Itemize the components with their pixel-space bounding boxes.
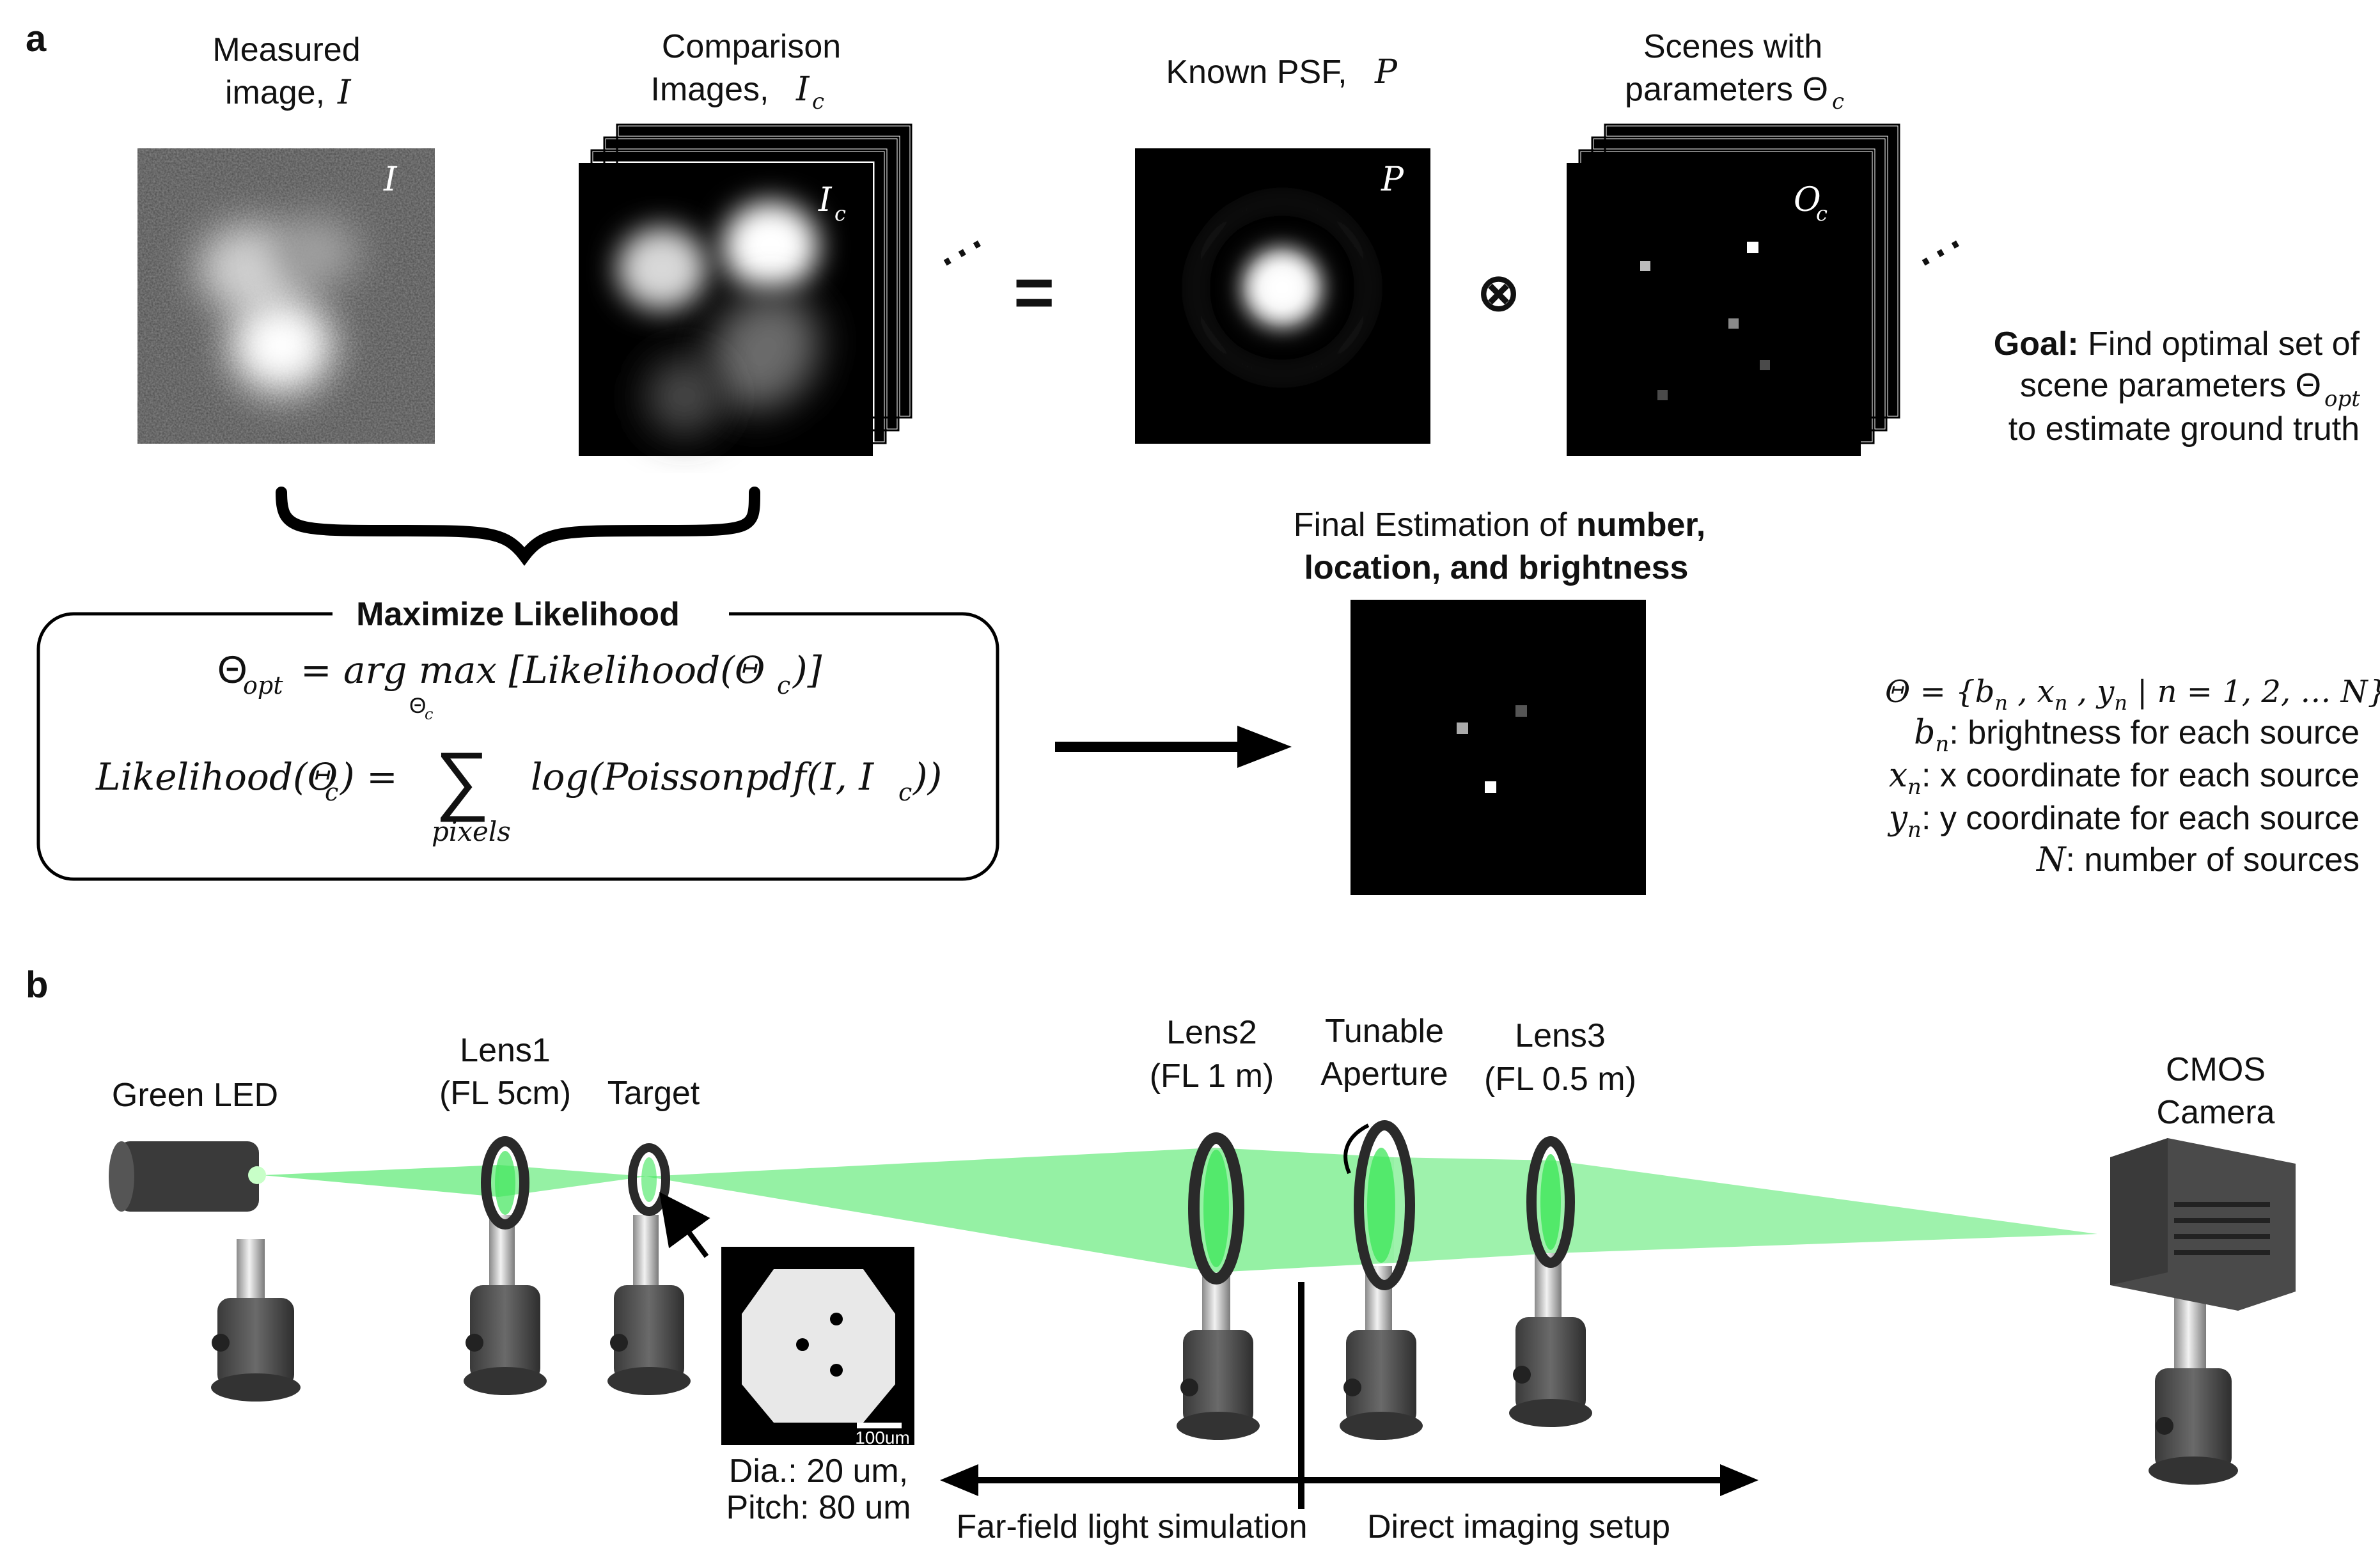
- target: [607, 1143, 691, 1395]
- target-spec-1: Dia.: 20 um,: [729, 1453, 908, 1490]
- camera-label-1: CMOS: [2166, 1051, 2266, 1088]
- goal-line-3: to estimate ground truth: [2008, 410, 2360, 448]
- lens2: [1177, 1132, 1260, 1440]
- eq2-sum: ∑: [435, 737, 490, 822]
- tunable-aperture: [1340, 1120, 1423, 1440]
- green-led-label: Green LED: [112, 1077, 278, 1114]
- comparison-image: [579, 163, 873, 456]
- goal-line-2: scene parameters Θ: [2020, 367, 2321, 404]
- convolution-symbol: ⊗: [1477, 264, 1520, 321]
- comparison-tag-sub: c: [834, 201, 846, 226]
- comparison-tag: I: [818, 181, 833, 219]
- camera-label-2: Camera: [2157, 1094, 2275, 1131]
- measured-var: I: [337, 74, 352, 112]
- eq2-rhs: log(Poissonpdf(I, I: [531, 755, 874, 799]
- lens1: [464, 1136, 547, 1395]
- lens2-label-2: (FL 1 m): [1150, 1058, 1274, 1095]
- scenes-sub: c: [1832, 89, 1844, 114]
- comparison-sub: c: [812, 89, 824, 114]
- eq1-under: Θ: [409, 694, 426, 718]
- final-line-1: Final Estimation of number,: [1294, 506, 1705, 543]
- bn-definition: bn: brightness for each source: [1914, 714, 2360, 757]
- lens1-label-2: (FL 5cm): [439, 1075, 571, 1112]
- lens2-label-1: Lens2: [1166, 1014, 1257, 1051]
- panel-label-a: a: [26, 18, 47, 59]
- eq2-lhs: Likelihood(Θ: [95, 755, 338, 799]
- yn-definition: yn: y coordinate for each source: [1888, 799, 2360, 843]
- comparison-title: Comparison: [662, 28, 841, 65]
- eq2-lhs-sub: c: [325, 778, 338, 806]
- scenes-title-2: parameters Θ: [1625, 71, 1828, 108]
- comparison-var: I: [795, 70, 810, 109]
- eq2-lhs-end: ) =: [339, 755, 398, 799]
- eq1-rhs: = arg max [Likelihood(Θ: [301, 648, 765, 692]
- estimation-arrow: [1055, 726, 1292, 768]
- lens3-label-2: (FL 0.5 m): [1484, 1061, 1636, 1098]
- direct-imaging-label: Direct imaging setup: [1367, 1508, 1670, 1545]
- measured-title-2: image,: [225, 74, 325, 111]
- target-spec-2: Pitch: 80 um: [726, 1489, 911, 1526]
- equals-sign: =: [1014, 253, 1054, 332]
- cmos-camera: [2110, 1138, 2296, 1485]
- target-inset: [721, 1247, 914, 1445]
- eq1-rhs-sub: c: [777, 671, 790, 699]
- goal-line-2-sub: opt: [2324, 386, 2360, 412]
- eq2-rhs-sub: c: [898, 778, 912, 806]
- psf-tag: P: [1381, 160, 1404, 199]
- psf-image: [1135, 148, 1430, 444]
- far-field-label: Far-field light simulation: [956, 1508, 1307, 1545]
- lens3: [1509, 1136, 1592, 1427]
- aperture-label-2: Aperture: [1320, 1056, 1448, 1093]
- scenes-tag: O: [1794, 181, 1821, 219]
- green-led: [109, 1141, 301, 1402]
- goal-line-1: Goal: Find optimal set of: [1994, 325, 2360, 363]
- eq1-lhs-sub: opt: [243, 671, 283, 699]
- theta-definition: Θ = {bn , xn , yn | n = 1, 2, … N}: [1885, 674, 2380, 715]
- comparison-title-2: Images,: [651, 71, 769, 108]
- scenes-image: [1567, 163, 1861, 456]
- xn-definition: xn: x coordinate for each source: [1889, 756, 2360, 800]
- measured-title: Measured: [212, 31, 360, 68]
- scenes-tag-sub: c: [1816, 201, 1828, 226]
- measured-image: [137, 148, 435, 444]
- psf-var: P: [1374, 53, 1398, 91]
- psf-title: Known PSF,: [1166, 54, 1347, 91]
- eq2-under: pixels: [432, 816, 511, 847]
- brace: [276, 487, 760, 566]
- final-line-2: location, and brightness: [1304, 549, 1689, 586]
- target-label: Target: [607, 1075, 700, 1112]
- aperture-label-1: Tunable: [1325, 1013, 1444, 1050]
- lens1-label-1: Lens1: [460, 1032, 551, 1069]
- light-beam: [262, 1148, 2097, 1272]
- maximize-title: Maximize Likelihood: [356, 596, 680, 633]
- measured-tag: I: [383, 160, 398, 199]
- eq1-under-sub: c: [425, 705, 433, 723]
- eq1-lhs: Θ: [217, 648, 247, 691]
- eq2-rhs-end: )): [912, 755, 942, 799]
- final-estimation-image: [1350, 600, 1646, 895]
- eq1-rhs-end: )]: [792, 648, 822, 692]
- stack-ellipsis-2: ⋯: [1904, 214, 1977, 289]
- stack-ellipsis-1: ⋯: [925, 214, 998, 289]
- scenes-title: Scenes with: [1643, 28, 1822, 65]
- setup-span-arrow: [940, 1464, 1758, 1496]
- N-definition: N: number of sources: [2035, 841, 2360, 879]
- lens3-label-1: Lens3: [1515, 1017, 1606, 1054]
- panel-label-b: b: [26, 964, 48, 1006]
- scale-bar-label: 100um: [855, 1428, 910, 1448]
- target-pointer: [659, 1192, 710, 1258]
